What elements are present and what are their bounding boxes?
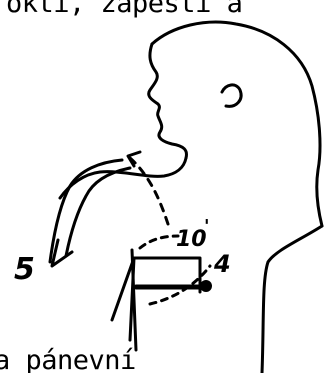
arrow-shoulder-head bbox=[128, 152, 140, 166]
label-4: 4 bbox=[213, 250, 231, 278]
frame-vertical bbox=[132, 250, 136, 350]
label-10: 10 bbox=[176, 227, 207, 252]
label-5: 5 bbox=[14, 252, 35, 287]
dashed-to-10 bbox=[140, 236, 178, 248]
ear bbox=[222, 85, 241, 106]
label-degree-mark: ' bbox=[204, 216, 210, 237]
head-outline bbox=[152, 22, 322, 226]
caption-bottom-fragment: a pánevní bbox=[0, 347, 136, 373]
torso-right bbox=[262, 226, 322, 373]
face-profile bbox=[149, 44, 187, 158]
joint-frame bbox=[112, 258, 206, 340]
marker-dot bbox=[200, 280, 212, 292]
dashed-arrow-shoulder bbox=[130, 158, 168, 224]
neck-shoulder-left bbox=[60, 158, 186, 198]
